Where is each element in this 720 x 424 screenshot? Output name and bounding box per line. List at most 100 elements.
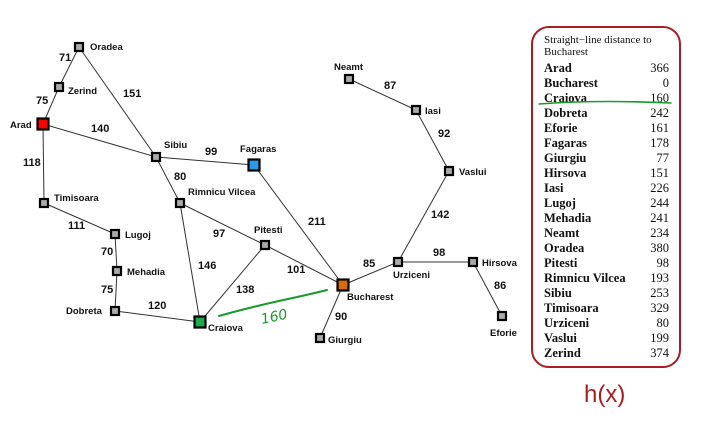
distance-label-zerind-arad: 75 [36,95,48,107]
annotation-underline [218,289,328,317]
city-label-eforie: Eforie [490,328,517,339]
heuristic-city: Oradea [544,241,585,255]
heuristic-value: 178 [650,136,669,150]
distance-label-bucharest-giurgiu: 90 [335,311,347,323]
heuristic-value: 244 [650,196,669,210]
city-label-giurgiu: Giurgiu [328,335,362,346]
city-node-mehadia [111,265,123,277]
road-urziceni-vaslui [397,170,450,263]
heuristic-value: 241 [650,211,669,225]
road-edges [42,46,503,339]
distance-label-timisoara-lugoj: 111 [68,220,85,232]
city-labels: OradeaZerindAradTimisoaraLugojMehadiaDob… [10,42,518,346]
city-label-craiova: Craiova [208,323,244,334]
city-label-oradea: Oradea [90,42,123,53]
heuristic-value: 160 [650,91,669,105]
heuristic-row-arad: Arad 366 [544,61,669,76]
craiova-highlight-line [538,100,672,105]
road-vaslui-iasi [415,109,450,172]
heuristic-value: 0 [662,76,669,90]
road-oradea-sibiu [78,46,157,158]
city-label-vaslui: Vaslui [459,167,486,178]
heuristic-city: Fagaras [544,136,588,150]
city-node-fagaras [247,158,261,172]
heuristic-value: 77 [656,151,670,165]
distance-label-fagaras-bucharest: 211 [308,216,326,228]
heuristic-city: Pitesti [544,256,578,270]
heuristic-caption: h(x) [584,381,626,408]
heuristic-city: Zerind [544,346,581,360]
road-fagaras-bucharest [253,164,344,286]
distance-label-oradea-zerind: 71 [59,52,71,64]
city-label-arad: Arad [10,120,32,131]
heuristic-row-eforie: Eforie 161 [544,121,669,136]
distance-label-craiova-pitesti: 138 [236,284,254,296]
distance-label-bucharest-urziceni: 85 [363,258,375,270]
city-label-bucharest: Bucharest [347,292,394,303]
heuristic-city: Iasi [544,181,564,195]
city-node-dobreta [109,305,121,317]
city-label-timisoara: Timisoara [54,193,99,204]
city-node-timisoara [38,197,50,209]
road-distance-labels: 7175151140118111707512099809714613810121… [23,52,506,323]
annotation-text: 160 [260,307,290,328]
heuristic-value: 98 [656,256,670,270]
city-label-zerind: Zerind [68,86,97,97]
city-label-pitesti: Pitesti [254,225,283,236]
road-mehadia-dobreta [114,270,118,312]
city-node-craiova [193,315,207,329]
road-rimnicu-vilcea-pitesti [179,202,266,246]
distance-label-urziceni-hirsova: 98 [433,247,445,259]
distance-label-oradea-sibiu: 151 [123,88,141,100]
city-label-fagaras: Fagaras [240,144,276,155]
heuristic-value: 242 [650,106,669,120]
heuristic-city: Urziceni [544,316,590,330]
heuristic-row-timisoara: Timisoara 329 [544,301,669,316]
heuristic-value: 193 [650,271,669,285]
city-label-rimnicu-vilcea: Rimnicu Vilcea [188,187,256,198]
heuristic-table-title: Straight−line distance to Bucharest [544,34,652,58]
heuristic-city: Giurgiu [544,151,587,165]
city-node-arad [36,117,50,131]
city-node-giurgiu [314,332,326,344]
heuristic-row-mehadia: Mehadia 241 [544,211,669,226]
road-sibiu-rimnicu-vilcea [155,156,181,204]
heuristic-city: Mehadia [544,211,592,225]
road-bucharest-giurgiu [319,284,344,339]
city-label-neamt: Neamt [334,62,364,73]
city-label-iasi: Iasi [425,106,441,117]
city-label-mehadia: Mehadia [127,267,166,278]
heuristic-row-iasi: Iasi 226 [544,181,669,196]
heuristic-value: 253 [650,286,669,300]
heuristic-city: Rimnicu Vilcea [544,271,626,285]
heuristic-row-lugoj: Lugoj 244 [544,196,669,211]
heuristic-value: 366 [650,61,669,75]
city-label-dobreta: Dobreta [66,306,103,317]
heuristic-city: Eforie [544,121,578,135]
heuristic-value: 226 [650,181,669,195]
heuristic-city: Bucharest [544,76,598,90]
distance-label-arad-sibiu: 140 [91,123,109,135]
distance-label-sibiu-fagaras: 99 [205,146,217,158]
heuristic-value: 161 [650,121,669,135]
city-node-iasi [410,104,422,116]
heuristic-value: 329 [650,301,669,315]
city-node-neamt [343,73,355,85]
distance-label-iasi-neamt: 87 [384,80,396,92]
heuristic-city: Neamt [544,226,580,240]
heuristic-city: Timisoara [544,301,599,315]
city-node-lugoj [109,228,121,240]
heuristic-value: 234 [650,226,669,240]
heuristic-city: Lugoj [544,196,576,210]
heuristic-city: Arad [544,61,572,75]
heuristic-city: Hirsova [544,166,587,180]
heuristic-city: Vaslui [544,331,577,345]
city-label-sibiu: Sibiu [164,140,187,151]
heuristic-table-frame [531,26,681,368]
craiova-estimate-annotation: 160 [218,289,328,328]
